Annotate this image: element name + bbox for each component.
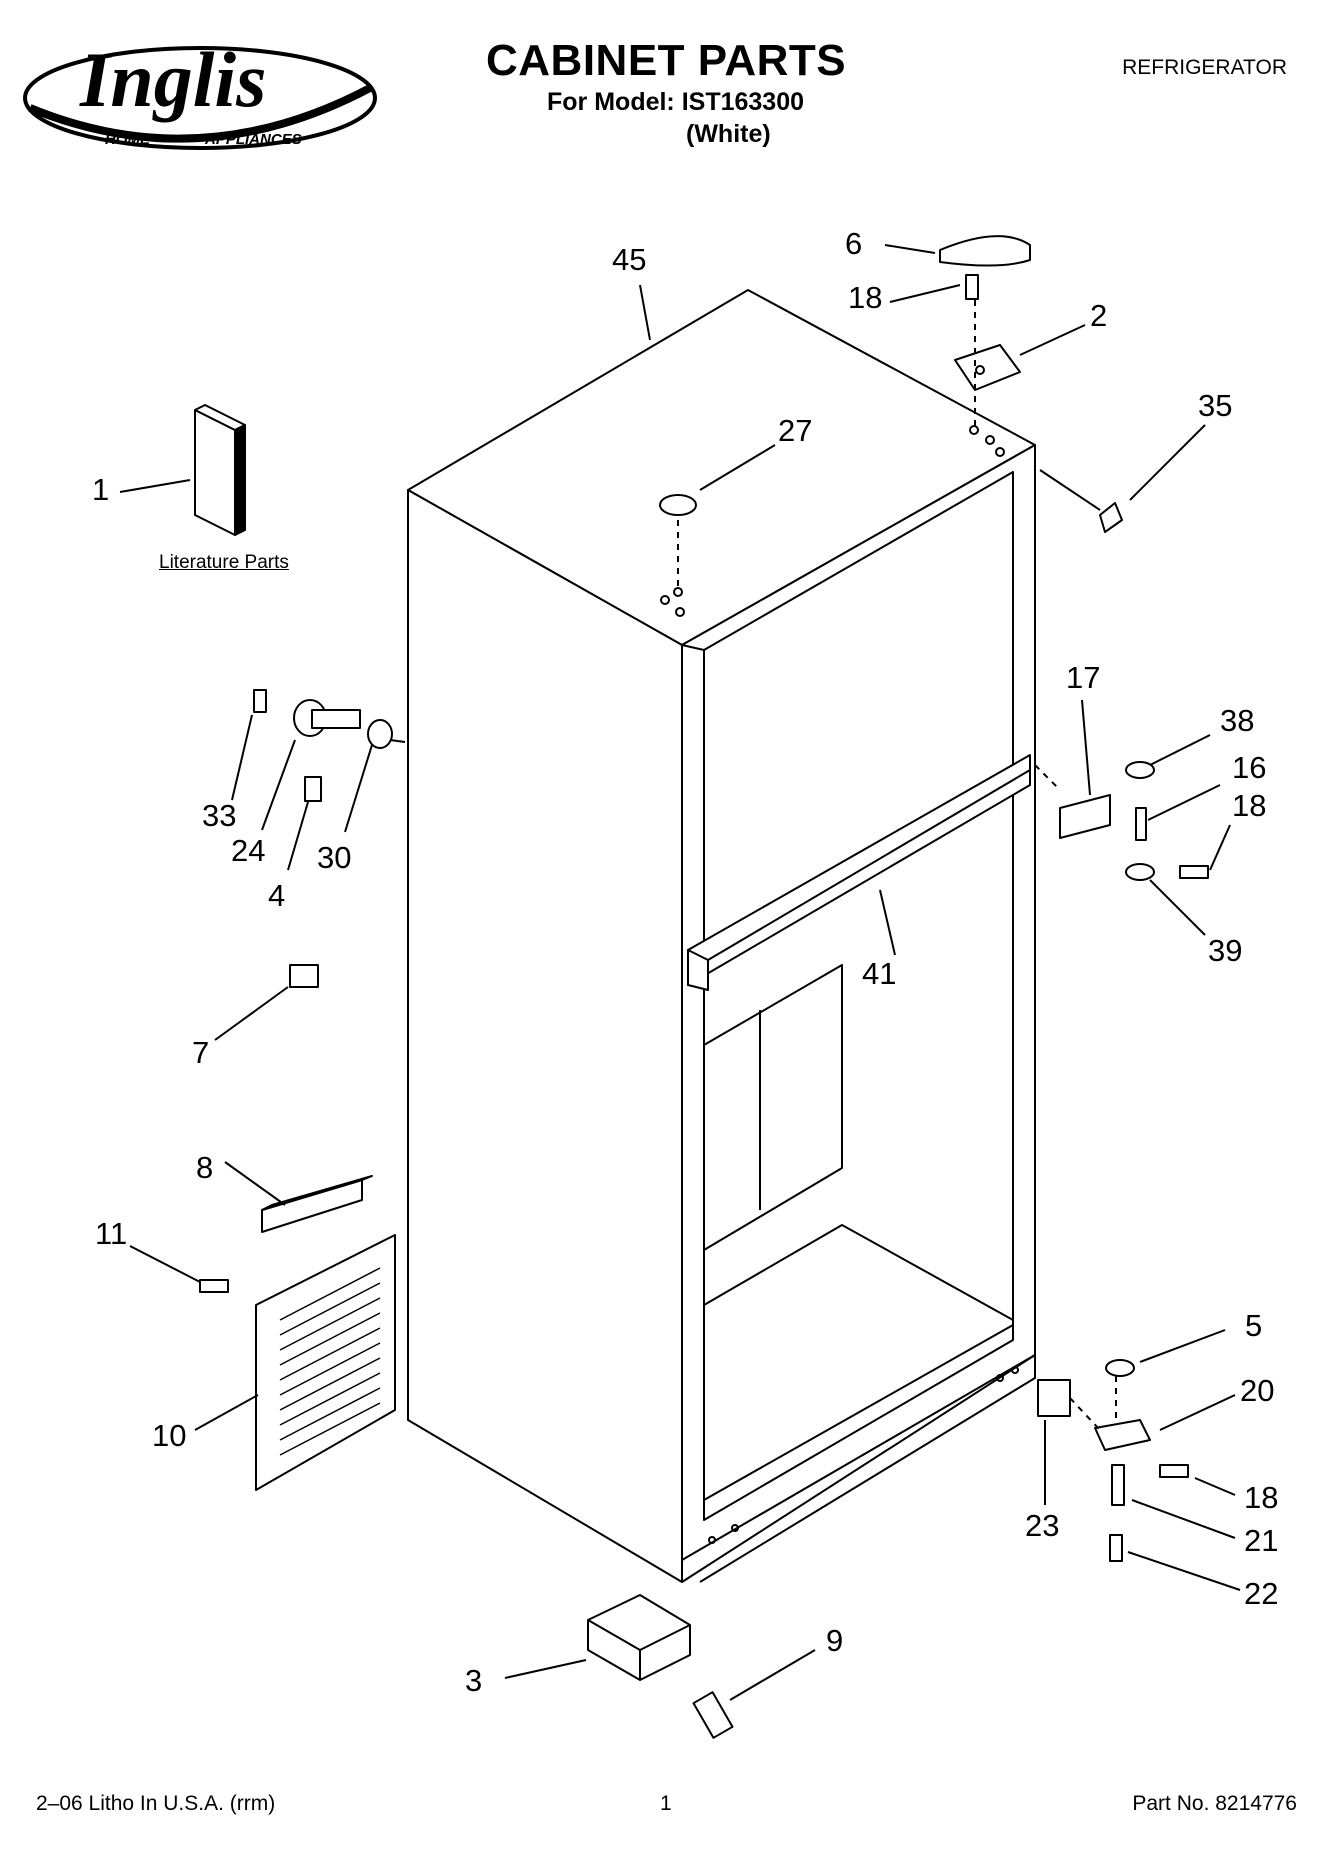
litho-note: 2–06 Litho In U.S.A. (rrm) <box>36 1792 276 1815</box>
callout-3: 3 <box>465 1663 483 1698</box>
callout-2: 2 <box>1090 298 1108 333</box>
page-title: CABINET PARTS <box>486 36 847 85</box>
callout-41: 41 <box>862 956 897 991</box>
callout-9: 9 <box>826 1623 844 1658</box>
callout-6: 6 <box>845 226 863 261</box>
color-line: (White) <box>686 120 771 148</box>
toe-grille <box>255 1234 396 1491</box>
callout-27: 27 <box>778 413 813 448</box>
svg-text:HOME: HOME <box>105 131 151 148</box>
literature-parts-label: Literature Parts <box>159 552 289 573</box>
callout-39: 39 <box>1208 933 1243 968</box>
callout-8: 8 <box>196 1150 214 1185</box>
callout-35: 35 <box>1198 388 1233 423</box>
part-number: Part No. 8214776 <box>1132 1792 1297 1815</box>
callout-1: 1 <box>92 472 110 507</box>
hinge-cover <box>939 235 1031 267</box>
leveling-leg <box>587 1594 691 1681</box>
callout-17: 17 <box>1066 660 1101 695</box>
callout-33: 33 <box>202 798 237 833</box>
svg-text:Inglis: Inglis <box>79 36 266 123</box>
category-label: REFRIGERATOR <box>1122 56 1287 79</box>
callout-21: 21 <box>1244 1523 1279 1558</box>
callout-18-top: 18 <box>848 280 883 315</box>
callout-5: 5 <box>1245 1308 1263 1343</box>
callout-7: 7 <box>192 1035 210 1070</box>
svg-text:APPLIANCES: APPLIANCES <box>204 131 302 148</box>
callout-38: 38 <box>1220 703 1255 738</box>
callout-18-mid: 18 <box>1232 788 1267 823</box>
callout-23: 23 <box>1025 1508 1060 1543</box>
callout-24: 24 <box>231 833 266 868</box>
callout-30: 30 <box>317 840 352 875</box>
callout-11: 11 <box>95 1216 128 1251</box>
top-hinge <box>954 344 1021 391</box>
callout-20: 20 <box>1240 1373 1275 1408</box>
callout-10: 10 <box>152 1418 187 1453</box>
callout-4: 4 <box>268 878 286 913</box>
model-line: For Model: IST163300 <box>547 88 805 116</box>
callout-16: 16 <box>1232 750 1267 785</box>
literature-book <box>194 409 236 536</box>
callout-18-bottom: 18 <box>1244 1480 1279 1515</box>
callout-22: 22 <box>1244 1576 1279 1611</box>
page-number: 1 <box>660 1792 672 1815</box>
cabinet-shell <box>407 289 1036 1583</box>
callout-45: 45 <box>612 242 647 277</box>
inglis-logo: Inglis HOME APPLIANCES <box>23 36 377 150</box>
center-rail <box>687 754 1031 991</box>
